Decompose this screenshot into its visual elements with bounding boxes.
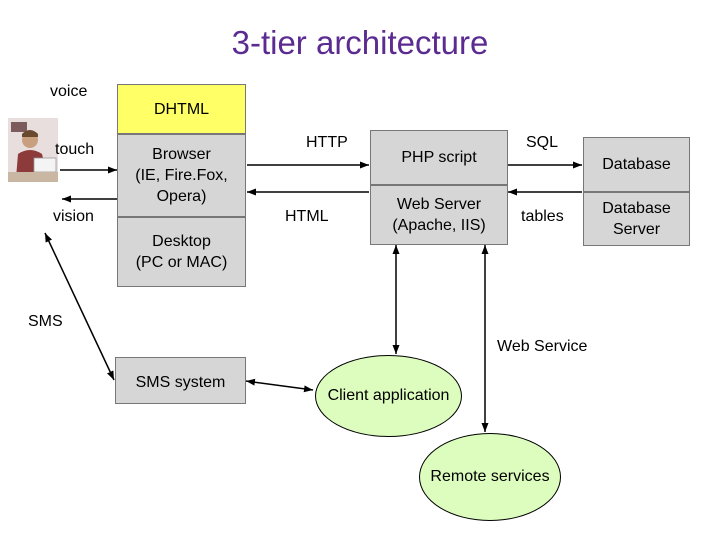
- http-label: HTTP: [306, 134, 348, 151]
- php-script-label: PHP script: [401, 149, 477, 166]
- browser-line-2: (IE, Fire.Fox,: [135, 167, 228, 184]
- sms-label: SMS: [28, 313, 63, 330]
- sms-system-label: SMS system: [135, 374, 226, 391]
- client-application-ellipse: Client application: [315, 355, 462, 437]
- desktop-line-2: (PC or MAC): [135, 254, 228, 271]
- browser-line-3: Opera): [156, 188, 207, 205]
- database-server-box: Database Server: [583, 192, 690, 246]
- client-application-label: Client application: [327, 387, 450, 404]
- desktop-line-1: Desktop: [152, 233, 211, 250]
- voice-label: voice: [50, 83, 88, 100]
- vision-label: vision: [53, 208, 94, 225]
- php-script-box: PHP script: [370, 130, 508, 185]
- web-service-label: Web Service: [497, 338, 588, 355]
- page-title: 3-tier architecture: [231, 24, 489, 61]
- database-server-line-1: Database: [602, 200, 671, 217]
- dhtml-box: DHTML: [117, 84, 246, 134]
- sql-label: SQL: [526, 134, 559, 151]
- sms-client-arrow: [245, 378, 314, 393]
- database-label: Database: [602, 156, 671, 173]
- remote-services-ellipse: Remote services: [419, 433, 561, 521]
- desktop-box: Desktop (PC or MAC): [117, 217, 246, 287]
- remote-services-label: Remote services: [430, 468, 550, 485]
- web-server-line-1: Web Server: [396, 196, 482, 213]
- dhtml-label: DHTML: [153, 100, 210, 118]
- web-server-box: Web Server (Apache, IIS): [370, 185, 508, 245]
- browser-line-1: Browser: [152, 146, 211, 163]
- web-server-line-2: (Apache, IIS): [392, 217, 486, 234]
- touch-label: touch: [55, 141, 95, 158]
- database-box: Database: [583, 137, 690, 192]
- sms-arrow: [44, 232, 115, 381]
- html-label: HTML: [285, 208, 329, 225]
- browser-box: Browser (IE, Fire.Fox, Opera): [117, 134, 246, 217]
- tables-label: tables: [521, 208, 564, 225]
- sms-system-box: SMS system: [115, 357, 246, 404]
- person-illustration: [8, 118, 58, 182]
- database-server-line-2: Server: [612, 221, 661, 238]
